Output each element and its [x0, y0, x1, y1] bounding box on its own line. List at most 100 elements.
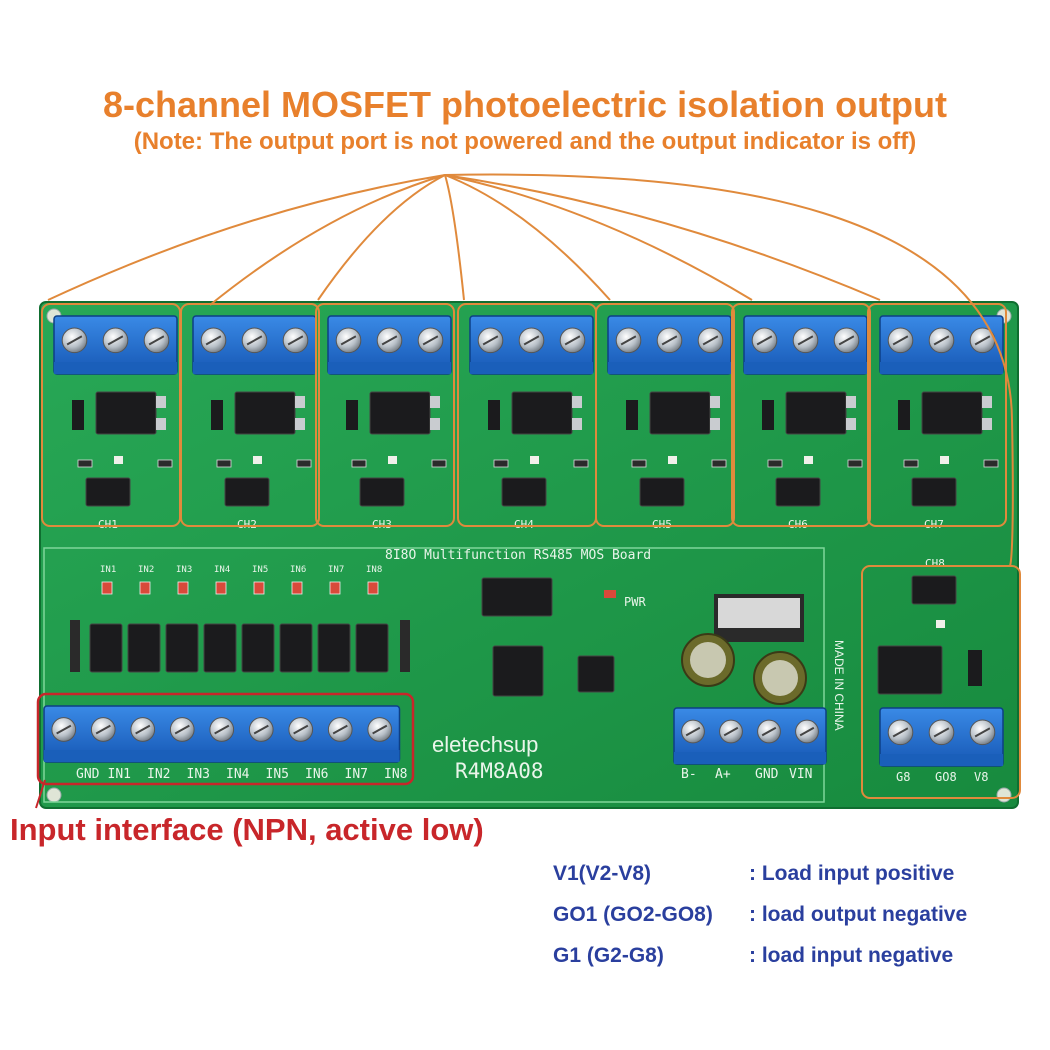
input-led-label: IN6 — [290, 565, 306, 575]
input-led-label: IN5 — [252, 565, 268, 575]
channel-module: CH5 — [607, 315, 732, 531]
channel-highlight-box — [315, 303, 455, 527]
made-in-silk: MADE IN CHINA — [832, 640, 846, 731]
screw-terminal — [879, 315, 1004, 375]
optocoupler-chip — [911, 477, 957, 507]
channel-module: CH4 — [469, 315, 594, 531]
mosfet-chip — [234, 391, 296, 435]
mosfet-chip — [877, 645, 943, 695]
screw-icon — [887, 327, 914, 354]
screw-terminal — [192, 315, 317, 375]
input-optocoupler — [317, 623, 351, 673]
screw-icon — [61, 327, 88, 354]
screw-terminal — [327, 315, 452, 375]
screw-icon — [143, 327, 170, 354]
screw-terminal — [673, 707, 827, 765]
input-led — [215, 581, 227, 595]
channel-highlight-box — [861, 565, 1021, 799]
screw-icon — [51, 717, 77, 742]
legend-desc: : load output negative — [749, 903, 968, 926]
legend-desc: : load input negative — [749, 944, 954, 967]
optocoupler-chip — [359, 477, 405, 507]
channel-label: CH8 — [925, 557, 945, 570]
terminal-label: GND — [755, 767, 779, 782]
channel-module: CH7 — [879, 315, 1004, 531]
channel-highlight-box — [867, 303, 1007, 527]
model-silk: R4M8A08 — [455, 759, 544, 783]
screw-icon — [130, 717, 156, 742]
channel-label: CH4 — [514, 518, 534, 531]
legend-key: V1(V2-V8) — [553, 862, 652, 885]
mosfet-chip — [649, 391, 711, 435]
input-led-label: IN4 — [214, 565, 230, 575]
legend-key: G1 (G2-G8) — [553, 944, 664, 967]
input-optocoupler — [355, 623, 389, 673]
screw-icon — [792, 327, 819, 354]
channel-highlight-box — [731, 303, 871, 527]
input-optocoupler — [203, 623, 237, 673]
rs485-ic — [481, 577, 553, 617]
screw-icon — [887, 719, 914, 746]
screw-icon — [928, 327, 955, 354]
channel-highlight-box — [180, 303, 320, 527]
optocoupler-chip — [85, 477, 131, 507]
channel-module: CH1 — [53, 315, 178, 531]
screw-icon — [969, 719, 996, 746]
input-led-label: IN7 — [328, 565, 344, 575]
screw-icon — [477, 327, 504, 354]
mosfet-chip — [95, 391, 157, 435]
input-led — [291, 581, 303, 595]
input-led-label: IN2 — [138, 565, 154, 575]
channel-label: CH7 — [924, 518, 944, 531]
screw-icon — [615, 327, 642, 354]
terminal-label: GO8 — [935, 770, 957, 784]
pwr-label: PWR — [624, 595, 646, 609]
terminal-label: B- — [681, 767, 697, 782]
screw-icon — [751, 327, 778, 354]
page-subtitle: (Note: The output port is not powered an… — [133, 128, 917, 155]
screw-icon — [518, 327, 545, 354]
channel-module: CH3 — [327, 315, 452, 531]
screw-icon — [248, 717, 274, 742]
optocoupler-chip — [911, 575, 957, 605]
screw-icon — [200, 327, 227, 354]
optocoupler-chip — [775, 477, 821, 507]
input-led — [139, 581, 151, 595]
screw-terminal — [607, 315, 732, 375]
screw-terminal — [53, 315, 178, 375]
channel-label: CH5 — [652, 518, 672, 531]
mosfet-chip — [511, 391, 573, 435]
optocoupler-chip — [224, 477, 270, 507]
legend-key: GO1 (GO2-GO8) — [553, 903, 713, 926]
input-highlight-box — [36, 692, 415, 786]
legend-row: V1(V2-V8): Load input positive — [553, 853, 967, 894]
terminal-label: IN7 — [345, 767, 368, 782]
terminal-label: VIN — [789, 767, 812, 782]
screw-terminal — [469, 315, 594, 375]
channel-label: CH1 — [98, 518, 118, 531]
input-led — [367, 581, 379, 595]
screw-icon — [757, 719, 781, 744]
terminal-label: IN6 — [305, 767, 328, 782]
channel-module: CH6 — [743, 315, 868, 531]
optocoupler-chip — [639, 477, 685, 507]
screw-icon — [209, 717, 235, 742]
terminal-label: IN2 — [147, 767, 170, 782]
input-optocoupler — [89, 623, 123, 673]
screw-icon — [656, 327, 683, 354]
page-title: 8-channel MOSFET photoelectric isolation… — [102, 84, 948, 125]
input-led — [177, 581, 189, 595]
screw-icon — [559, 327, 586, 354]
screw-icon — [327, 717, 353, 742]
screw-terminal — [43, 705, 401, 763]
terminal-label: IN1 — [108, 767, 131, 782]
eeprom-ic — [577, 655, 615, 693]
pin-legend: V1(V2-V8): Load input positive GO1 (GO2-… — [553, 853, 967, 976]
channel-label: CH6 — [788, 518, 808, 531]
mcu-ic — [492, 645, 544, 697]
screw-terminal — [879, 707, 1004, 767]
input-led — [101, 581, 113, 595]
terminal-label: IN4 — [226, 767, 250, 782]
channel-label: CH2 — [237, 518, 257, 531]
